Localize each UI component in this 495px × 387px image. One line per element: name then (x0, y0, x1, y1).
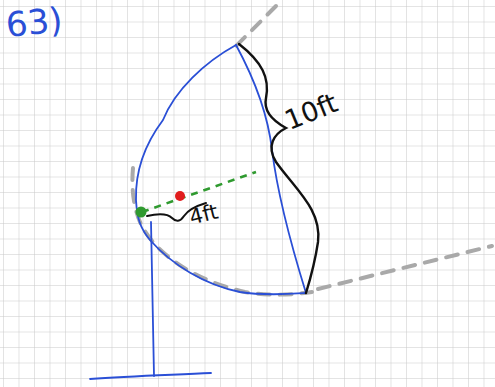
dimension-brace (239, 44, 318, 293)
stand-post (151, 222, 154, 376)
dimension-label: 10ft (281, 89, 341, 134)
problem-number: 63) (4, 2, 64, 42)
dashed-guide-line (318, 246, 492, 289)
dimension-label: 4ft (187, 201, 220, 228)
blue-outline (90, 45, 306, 379)
stand-base (90, 373, 211, 379)
center-point (136, 207, 147, 218)
red-point (175, 191, 185, 201)
dashed-guide (132, 6, 492, 295)
dashed-guide-line (236, 6, 276, 46)
inner-curve (236, 45, 306, 293)
dashed-guide-curve (132, 168, 312, 295)
